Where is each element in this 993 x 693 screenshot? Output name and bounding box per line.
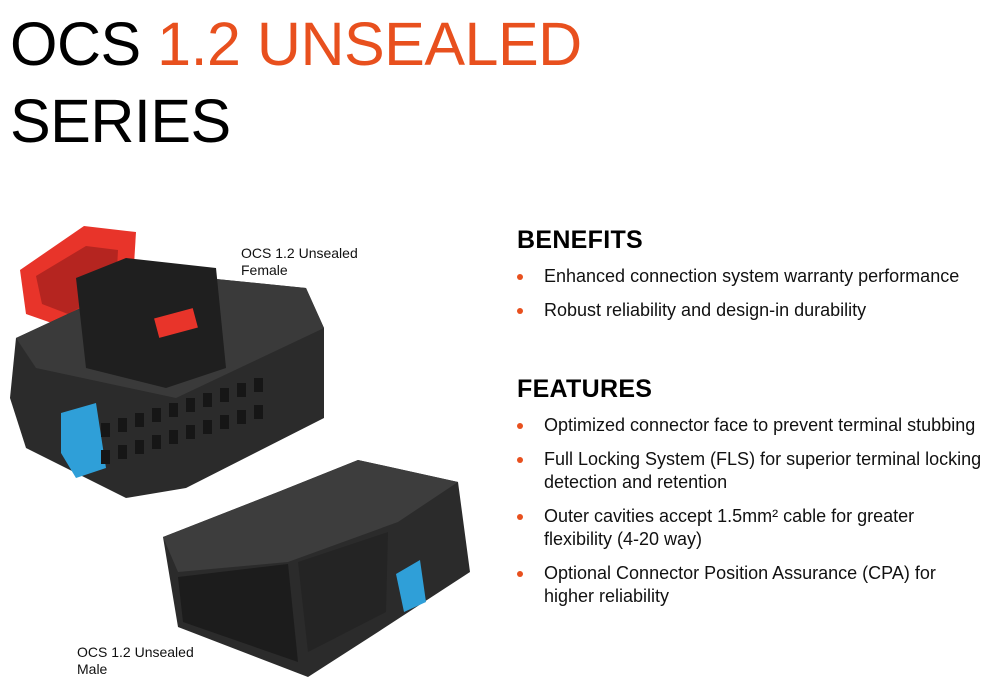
list-item-text: Robust reliability and design-in durabil… [544, 300, 867, 320]
page-title: OCS 1.2 UNSEALED SERIES [10, 6, 582, 160]
list-item-text: Optimized connector face to prevent term… [544, 415, 976, 435]
features-section: FEATURES Optimized connector face to pre… [517, 375, 987, 619]
bullet-icon [517, 571, 523, 577]
benefits-heading: BENEFITS [517, 226, 644, 254]
features-heading: FEATURES [517, 375, 653, 403]
female-caption-line1: OCS 1.2 Unsealed [241, 245, 358, 261]
female-connector-image [10, 226, 324, 498]
list-item: Robust reliability and design-in durabil… [517, 299, 987, 322]
features-list: Optimized connector face to prevent term… [517, 414, 987, 608]
list-item-text: Optional Connector Position Assurance (C… [544, 563, 936, 606]
title-prefix: OCS [10, 10, 158, 78]
bullet-icon [517, 457, 523, 463]
list-item-text: Enhanced connection system warranty perf… [544, 266, 960, 286]
list-item: Optional Connector Position Assurance (C… [517, 562, 987, 608]
list-item-text: Outer cavities accept 1.5mm² cable for g… [544, 506, 915, 549]
benefits-list: Enhanced connection system warranty perf… [517, 265, 987, 322]
title-accent: 1.2 UNSEALED [157, 10, 582, 78]
list-item: Enhanced connection system warranty perf… [517, 265, 987, 288]
male-connector-image [163, 460, 470, 677]
female-caption: OCS 1.2 Unsealed Female [241, 245, 358, 279]
title-suffix: SERIES [10, 87, 231, 155]
list-item: Optimized connector face to prevent term… [517, 414, 987, 437]
bullet-icon [517, 274, 523, 280]
benefits-section: BENEFITS Enhanced connection system warr… [517, 226, 987, 333]
list-item: Full Locking System (FLS) for superior t… [517, 448, 987, 494]
male-caption-line1: OCS 1.2 Unsealed [77, 644, 194, 660]
bullet-icon [517, 514, 523, 520]
bullet-icon [517, 423, 523, 429]
bullet-icon [517, 308, 523, 314]
male-caption-line2: Male [77, 661, 108, 677]
male-caption: OCS 1.2 Unsealed Male [77, 644, 194, 678]
list-item-text: Full Locking System (FLS) for superior t… [544, 449, 982, 492]
list-item: Outer cavities accept 1.5mm² cable for g… [517, 505, 987, 551]
female-caption-line2: Female [241, 262, 288, 278]
